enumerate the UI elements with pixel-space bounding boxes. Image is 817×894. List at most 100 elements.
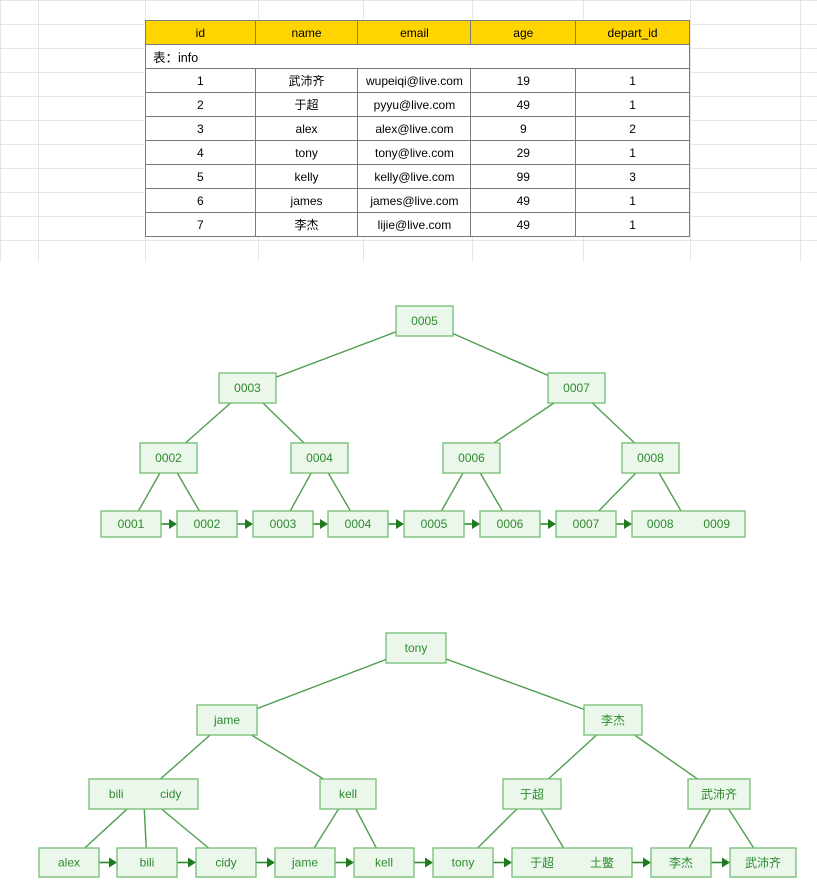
- tree-node[interactable]: kell: [319, 778, 377, 810]
- tree-node-label: 0003: [270, 517, 297, 531]
- tree-node[interactable]: 0002: [139, 442, 198, 474]
- tree-node-label: 0003: [234, 381, 261, 395]
- tree-node[interactable]: tony: [385, 632, 447, 664]
- tree-edge: [68, 793, 144, 864]
- tree-node[interactable]: 0007: [555, 510, 617, 538]
- column-header-name[interactable]: name: [254, 20, 359, 45]
- tree-node[interactable]: 0002: [176, 510, 238, 538]
- tree-node[interactable]: 0008: [621, 442, 680, 474]
- tree-node-label: 0005: [411, 314, 438, 328]
- tree-node-box: [353, 847, 415, 878]
- tree-node[interactable]: alex: [38, 847, 100, 878]
- tree-node-box: [729, 847, 797, 878]
- leaf-link-arrowhead: [346, 857, 354, 868]
- tree-node-label: 李杰: [601, 713, 625, 728]
- tree-node[interactable]: 0003: [252, 510, 314, 538]
- tree-edge: [531, 793, 573, 863]
- tree-node-label: 于超: [520, 787, 544, 802]
- table-cell-depart_id: 3: [575, 164, 690, 189]
- tree-node-label: alex: [58, 856, 80, 870]
- tree-node[interactable]: 李杰: [583, 704, 643, 736]
- tree-edge: [531, 719, 614, 795]
- leaf-link-arrowhead: [722, 857, 730, 868]
- tree-node[interactable]: 0005: [395, 305, 454, 337]
- tree-node[interactable]: 0006: [442, 442, 501, 474]
- tree-node[interactable]: 0003: [218, 372, 277, 404]
- tree-node[interactable]: 武沛齐: [729, 847, 797, 878]
- table-cell-name: tony: [254, 140, 359, 165]
- tree-node-box: [327, 510, 389, 538]
- column-header-age[interactable]: age: [470, 20, 577, 45]
- tree-node-label: 0006: [497, 517, 524, 531]
- column-header-id[interactable]: id: [145, 20, 256, 45]
- grid-line-vertical: [690, 0, 691, 262]
- table-cell-depart_id: 1: [575, 140, 690, 165]
- tree-edge: [470, 457, 511, 525]
- tree-node-box: [100, 510, 162, 538]
- leaf-linked-list: [161, 519, 632, 529]
- tree-node-box: [442, 442, 501, 474]
- tree-node-box: [38, 847, 100, 878]
- tree-node[interactable]: 0006: [479, 510, 541, 538]
- tree-node[interactable]: 0005: [403, 510, 465, 538]
- table-cell-email: lijie@live.com: [357, 212, 472, 237]
- tree-node[interactable]: jame: [274, 847, 336, 878]
- tree-node[interactable]: 李杰: [650, 847, 712, 878]
- tree-edge: [143, 793, 227, 864]
- tree-node[interactable]: bili: [116, 847, 178, 878]
- tree-edge: [718, 793, 764, 863]
- tree-node[interactable]: kell: [353, 847, 415, 878]
- leaf-link-arrowhead: [109, 857, 117, 868]
- tree-node[interactable]: 武沛齐: [687, 778, 751, 810]
- tree-node-box: [88, 778, 199, 810]
- table-title-row: 表：info: [145, 44, 690, 69]
- tree-node[interactable]: 0004: [290, 442, 349, 474]
- leaf-link-arrowhead: [643, 857, 651, 868]
- table-cell-depart_id: 1: [575, 188, 690, 213]
- tree-node[interactable]: cidy: [195, 847, 257, 878]
- tree-node-label: 武沛齐: [701, 787, 737, 802]
- tree-edge: [347, 793, 385, 863]
- tree-node-label: 0006: [458, 451, 485, 465]
- tree-node-label: bili: [109, 787, 124, 801]
- tree-node-box: [116, 847, 178, 878]
- tree-node-label: 武沛齐: [745, 855, 781, 870]
- leaf-link-arrowhead: [472, 519, 480, 529]
- table-cell-name: 于超: [254, 92, 359, 117]
- tree-edge: [130, 457, 170, 525]
- leaf-link-arrowhead: [396, 519, 404, 529]
- tree-node-box: [511, 847, 633, 878]
- table-cell-name: james: [254, 188, 359, 213]
- tree-node[interactable]: 0001: [100, 510, 162, 538]
- tree-node[interactable]: 于超土鳖: [511, 847, 633, 878]
- grid-line-vertical: [800, 0, 801, 262]
- tree-node-label: 0007: [563, 381, 590, 395]
- tree-node-box: [479, 510, 541, 538]
- tree-node[interactable]: tony: [432, 847, 494, 878]
- tree-edges: [68, 647, 764, 864]
- leaf-link-arrowhead: [169, 519, 177, 529]
- tree-node[interactable]: 0007: [547, 372, 606, 404]
- tree-node[interactable]: jame: [196, 704, 258, 736]
- tree-node[interactable]: 0004: [327, 510, 389, 538]
- tree-node[interactable]: 于超: [502, 778, 562, 810]
- tree-node-label: bili: [140, 856, 155, 870]
- column-header-email[interactable]: email: [357, 20, 472, 45]
- column-header-depart-id[interactable]: depart_id: [575, 20, 690, 45]
- tree-edge: [247, 387, 320, 459]
- leaf-link-arrowhead: [320, 519, 328, 529]
- tree-edge: [226, 719, 349, 795]
- table-header-row: id name email age depart_id: [145, 20, 690, 45]
- tree-node-label: 0004: [345, 517, 372, 531]
